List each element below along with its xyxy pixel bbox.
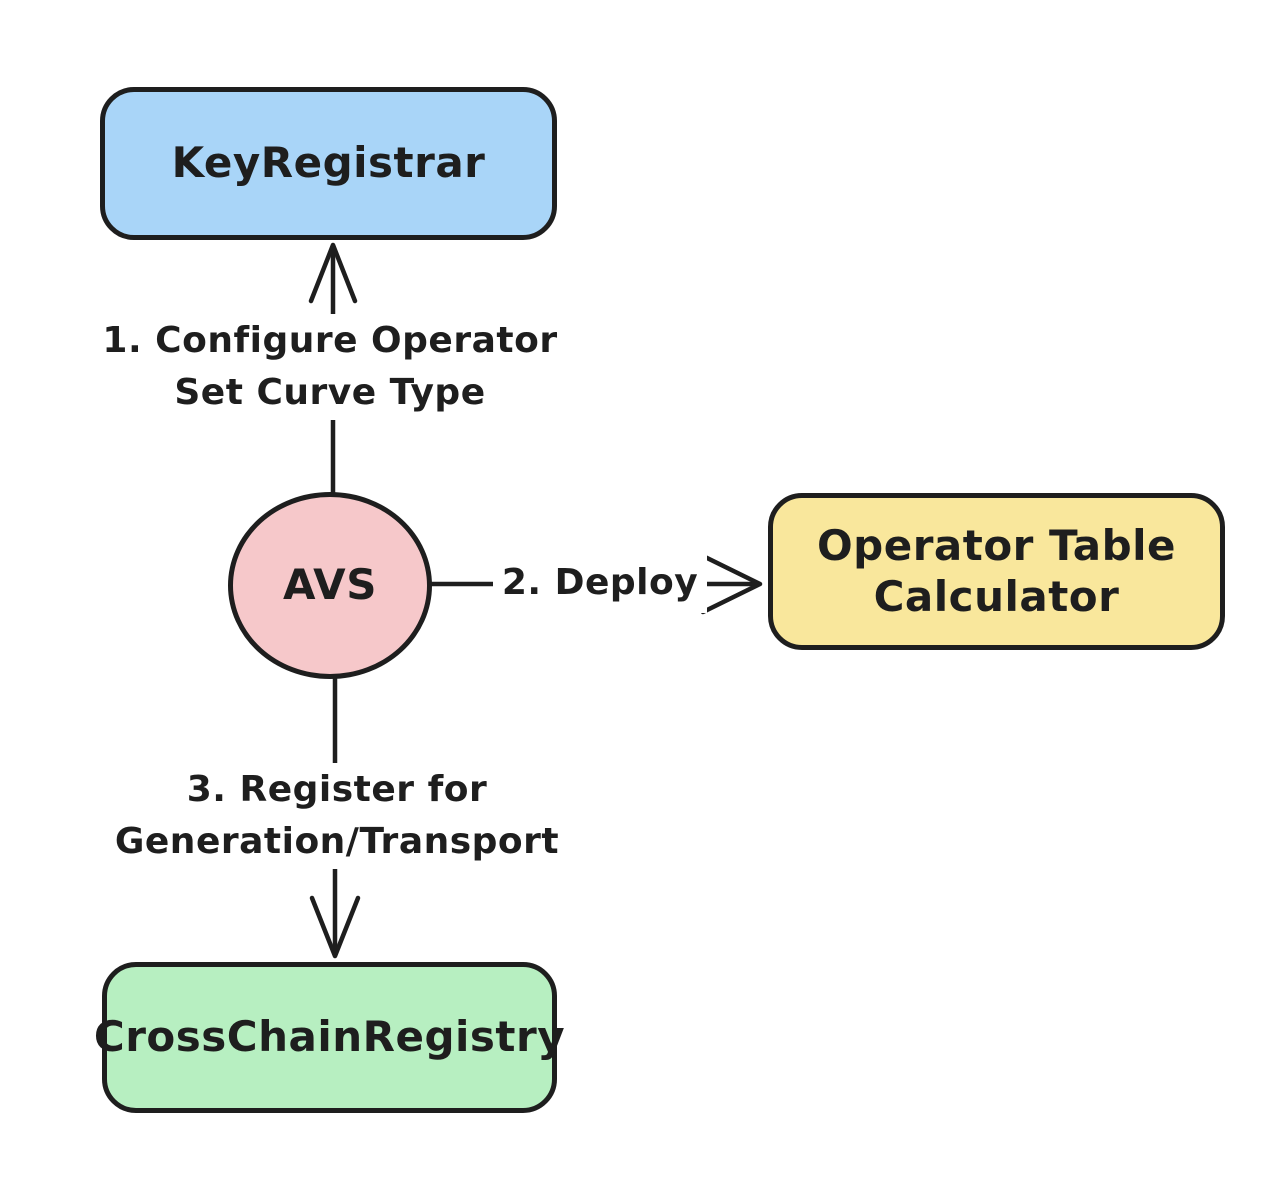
node-operator-table-calculator-label-line1: Operator Table — [816, 521, 1177, 571]
edge-label-register: 3. Register for Generation/Transport — [107, 763, 567, 869]
node-cross-chain-registry: CrossChainRegistry — [94, 962, 565, 1113]
edge-label-configure: 1. Configure Operator Set Curve Type — [100, 314, 560, 420]
node-operator-table-calculator-label: Operator Table Calculator — [817, 521, 1176, 622]
edge-label-deploy: 2. Deploy — [493, 553, 707, 613]
node-cross-chain-registry-label: CrossChainRegistry — [93, 1012, 566, 1062]
node-operator-table-calculator-label-line2: Calculator — [873, 571, 1120, 621]
node-key-registrar-label: KeyRegistrar — [171, 138, 486, 188]
edge-label-register-line1: 3. Register for — [186, 769, 488, 811]
node-avs-label: AVS — [283, 560, 377, 610]
edge-label-configure-line2: Set Curve Type — [174, 372, 486, 413]
arrowhead-up-icon — [308, 242, 358, 304]
node-operator-table-calculator: Operator Table Calculator — [768, 493, 1225, 650]
edge-label-register-line2: Generation/Transport — [114, 821, 560, 862]
edge-label-deploy-line1: 2. Deploy — [501, 562, 699, 604]
arrowhead-right-icon — [700, 553, 763, 615]
node-key-registrar: KeyRegistrar — [100, 87, 557, 240]
node-avs: AVS — [228, 492, 432, 679]
edge-label-configure-line1: 1. Configure Operator — [102, 320, 558, 362]
arrowhead-down-icon — [309, 895, 361, 959]
